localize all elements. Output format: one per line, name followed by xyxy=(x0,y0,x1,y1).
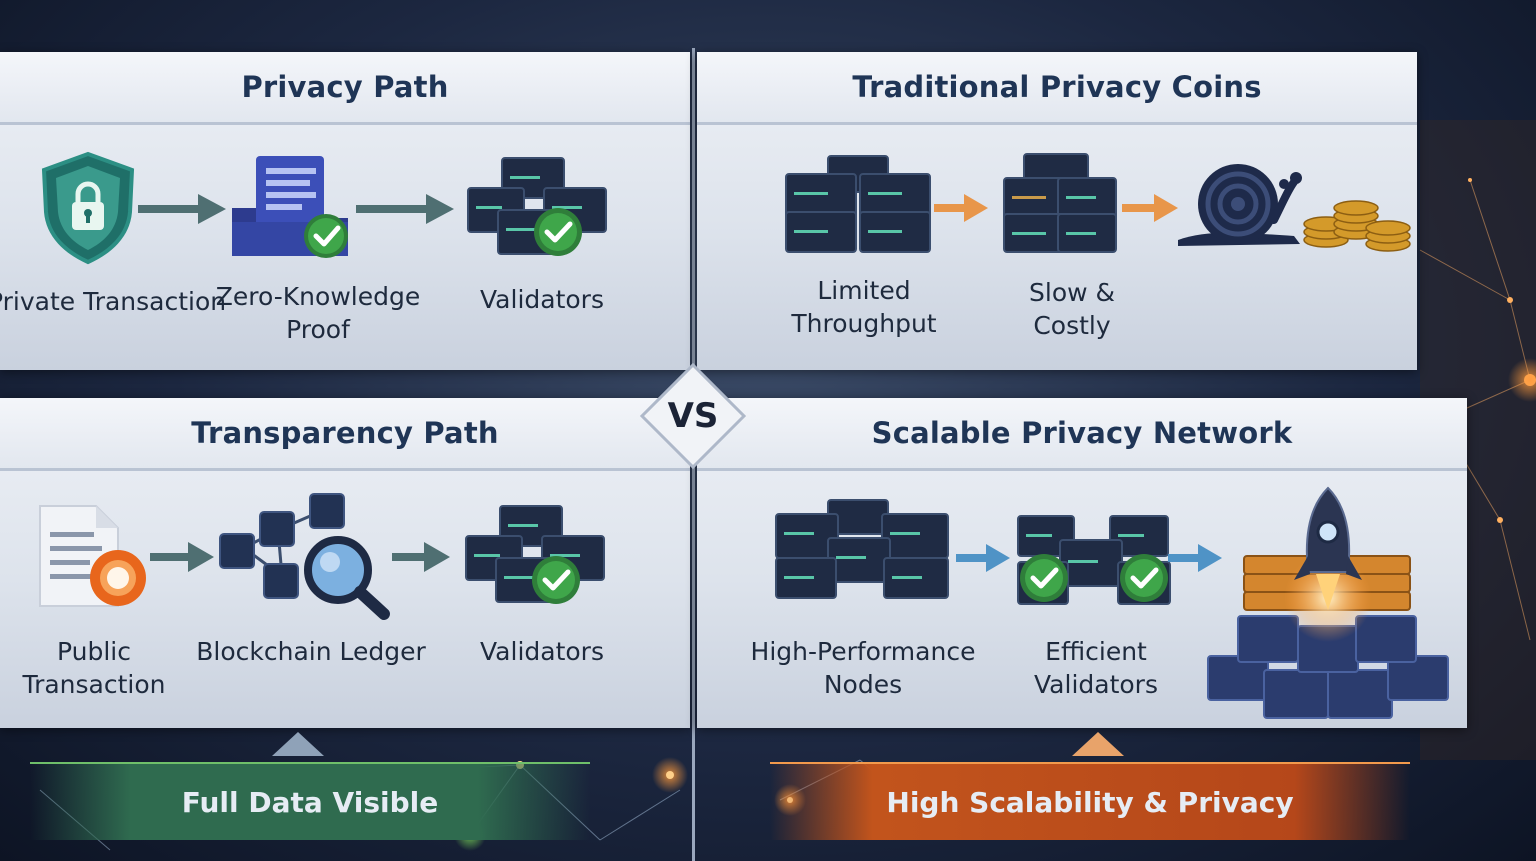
validator-servers-check-icon xyxy=(464,152,614,264)
label-line: Costly xyxy=(1033,311,1111,340)
label-line: Zero-Knowledge xyxy=(215,282,421,311)
label-line: Private Transaction xyxy=(0,287,227,316)
server-stack-icon xyxy=(1000,150,1120,256)
step-label-private-transaction: Private Transaction xyxy=(0,285,227,318)
arrow-icon xyxy=(934,194,988,222)
arrow-icon xyxy=(356,194,454,224)
label-line: Validators xyxy=(1034,670,1158,699)
snail-coins-icon xyxy=(1176,160,1420,256)
privacy-path-panel: Privacy Path xyxy=(0,52,690,370)
step-label-zero-knowledge-proof: Zero-Knowledge Proof xyxy=(208,280,428,346)
arrow-icon xyxy=(150,542,214,572)
rocket-blocks-icon xyxy=(1204,486,1452,726)
panel-title: Traditional Privacy Coins xyxy=(852,70,1262,104)
ledger-magnifier-icon xyxy=(214,490,394,620)
step-label-validators: Validators xyxy=(452,283,632,316)
scalable-privacy-network-header: Scalable Privacy Network xyxy=(697,398,1467,471)
shield-lock-icon xyxy=(38,150,138,265)
step-label-validators: Validators xyxy=(452,635,632,668)
label-line: Validators xyxy=(480,285,604,314)
document-coin-icon xyxy=(36,502,154,612)
panel-title: Privacy Path xyxy=(241,70,449,104)
label-line: High-Performance xyxy=(750,637,976,666)
label-line: Slow & xyxy=(1029,278,1115,307)
arrow-icon xyxy=(1168,544,1222,572)
label-line: Nodes xyxy=(823,670,903,699)
label-line: Transaction xyxy=(22,670,166,699)
vs-text: VS xyxy=(667,396,719,436)
privacy-path-header: Privacy Path xyxy=(0,52,690,125)
step-label-blockchain-ledger: Blockchain Ledger xyxy=(194,635,428,668)
step-label-high-performance-nodes: High-Performance Nodes xyxy=(740,635,986,701)
proof-document-check-icon xyxy=(228,152,356,264)
transparency-path-header: Transparency Path xyxy=(0,398,690,471)
validator-servers-double-check-icon xyxy=(1014,512,1174,612)
label-line: Validators xyxy=(480,637,604,666)
left-banner-pointer xyxy=(272,732,324,756)
step-label-public-transaction: Public Transaction xyxy=(6,635,182,701)
arrow-icon xyxy=(392,542,450,572)
banner-text: High Scalability & Privacy xyxy=(886,785,1294,819)
right-banner-pointer xyxy=(1072,732,1124,756)
high-scalability-privacy-banner: High Scalability & Privacy xyxy=(770,762,1410,840)
label-line: Efficient xyxy=(1045,637,1147,666)
vs-badge: VS xyxy=(640,363,746,469)
label-line: Throughput xyxy=(791,309,937,338)
step-label-limited-throughput: Limited Throughput xyxy=(764,274,964,340)
label-line: Limited xyxy=(817,276,911,305)
validator-servers-check-icon xyxy=(462,500,612,612)
label-line: Proof xyxy=(286,315,350,344)
server-cluster-icon xyxy=(772,498,952,610)
full-data-visible-banner: Full Data Visible xyxy=(30,762,590,840)
traditional-privacy-coins-header: Traditional Privacy Coins xyxy=(697,52,1417,125)
arrow-icon xyxy=(956,544,1010,572)
server-cluster-icon xyxy=(782,152,934,256)
banner-text: Full Data Visible xyxy=(181,785,439,819)
panel-title: Transparency Path xyxy=(191,416,499,450)
label-line: Blockchain Ledger xyxy=(196,637,426,666)
label-line: Public xyxy=(57,637,131,666)
step-label-efficient-validators: Efficient Validators xyxy=(1004,635,1188,701)
arrow-icon xyxy=(138,194,226,224)
step-label-slow-costly: Slow & Costly xyxy=(990,276,1154,342)
panel-title: Scalable Privacy Network xyxy=(871,416,1293,450)
arrow-icon xyxy=(1122,194,1178,222)
